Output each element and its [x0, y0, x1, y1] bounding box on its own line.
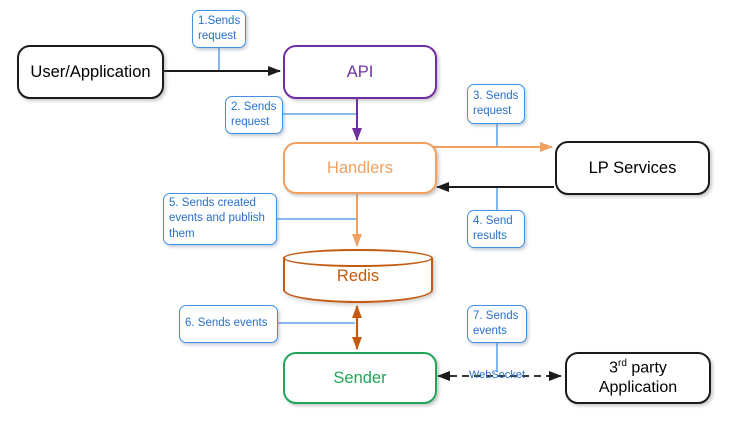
callout-2-label: 2. Sends request [231, 100, 277, 128]
callout-6: 6. Sends events [179, 305, 278, 343]
callout-6-label: 6. Sends events [185, 317, 268, 330]
node-api-label: API [346, 62, 374, 81]
ordinal-suffix: rd [617, 357, 627, 369]
node-handlers: Handlers [283, 142, 437, 194]
node-user-application: User/Application [17, 45, 164, 99]
callout-2: 2. Sends request [225, 96, 283, 134]
node-sender: Sender [283, 352, 437, 404]
callout-5: 5. Sends created events and publish them [163, 193, 277, 245]
node-third-party-line1: 3rd party [609, 357, 667, 377]
callout-1-label: 1.Sends request [198, 14, 241, 42]
redis-cylinder-top [283, 249, 433, 267]
node-third-party-application: 3rd party Application [565, 352, 711, 404]
node-lp-services-label: LP Services [588, 158, 677, 177]
node-lp-services: LP Services [555, 141, 710, 195]
callout-1: 1.Sends request [192, 10, 246, 48]
node-api: API [283, 45, 437, 99]
node-sender-label: Sender [333, 368, 387, 387]
node-redis: Redis [283, 249, 433, 303]
node-third-party-line2: Application [598, 379, 678, 397]
node-handlers-label: Handlers [326, 158, 394, 177]
node-redis-label: Redis [336, 267, 380, 285]
callout-3-label: 3. Sends request [473, 89, 519, 117]
websocket-edge-label: WebSocket [468, 369, 526, 381]
callout-3: 3. Sends request [467, 84, 525, 124]
callout-4: 4. Send results [467, 210, 525, 248]
callout-7: 7. Sends events [467, 305, 527, 343]
callout-7-label: 7. Sends events [473, 309, 519, 337]
node-user-application-label: User/Application [30, 62, 151, 81]
callout-5-label: 5. Sends created events and publish them [169, 197, 265, 240]
callout-4-label: 4. Send results [473, 214, 513, 242]
